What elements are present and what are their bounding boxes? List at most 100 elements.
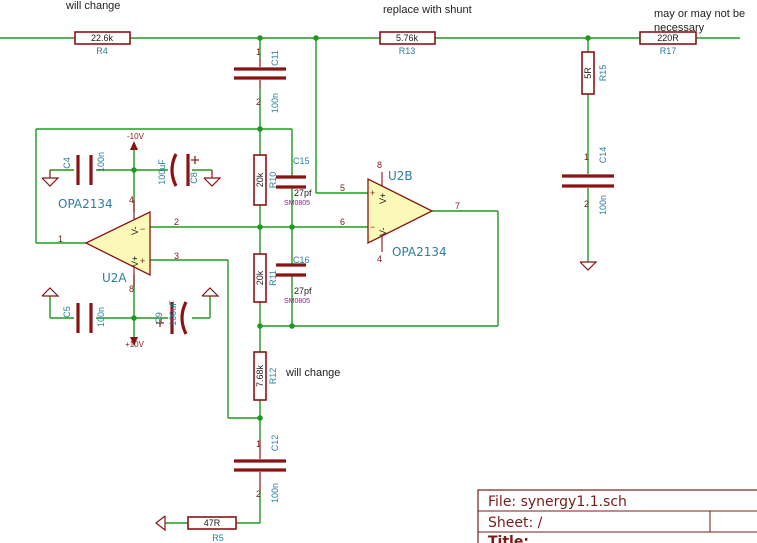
note-necessary: necessary: [654, 22, 705, 34]
r4-ref: R4: [96, 46, 108, 56]
title-block-sheet: Sheet: /: [488, 515, 543, 531]
u2b-vpos-label: V+: [378, 193, 388, 204]
u2b-plus-sign: +: [370, 188, 375, 198]
r12-value: 7.68k: [255, 364, 265, 387]
r11-value: 20k: [255, 270, 265, 285]
c14-pin1: 1: [584, 152, 589, 162]
u2a-vpos-label: V+: [130, 256, 140, 267]
c4-ref: C4: [62, 157, 72, 169]
c12-pin1: 1: [256, 439, 261, 449]
u2a-minus-sign: −: [140, 224, 145, 234]
c11-ref: C11: [270, 50, 280, 66]
r12-ref: R12: [268, 368, 278, 385]
note-replace-with-shunt: replace with shunt: [383, 4, 472, 16]
c8-value: 100uF: [157, 159, 167, 185]
c9-value: 100uF: [168, 300, 178, 326]
note-will-change-mid: will change: [285, 367, 340, 379]
c14-pin2: 2: [584, 199, 589, 209]
c15-package: SM0805: [284, 200, 310, 207]
c16-ref: C16: [293, 255, 310, 265]
r13-ref: R13: [399, 46, 416, 56]
c5-ref: C5: [62, 306, 72, 318]
title-block: File: synergy1.1.sch Sheet: / Title:: [477, 489, 757, 543]
u2a-pin8: 8: [129, 284, 134, 294]
r5-value: 47R: [204, 518, 221, 528]
ground-icon: [201, 287, 220, 297]
c11-pin2: 2: [256, 97, 261, 107]
resistor-r12[interactable]: 7.68k R12: [253, 351, 278, 401]
note-will-change-top: will change: [65, 0, 120, 12]
resistor-r15[interactable]: 5R R15: [581, 51, 608, 95]
power-neg-10v-symbol: -10V: [127, 132, 145, 150]
capacitor-c11[interactable]: 1 2 C11 100n: [234, 47, 286, 113]
capacitor-c8[interactable]: 100uF C8: [157, 153, 199, 187]
u2a-vneg-label: V-: [130, 226, 140, 235]
u2b-pin5: 5: [340, 183, 345, 193]
c12-ref: C12: [270, 435, 280, 452]
c11-pin1: 1: [256, 47, 261, 57]
capacitor-c15[interactable]: C15 27pf SM0805: [276, 156, 312, 207]
power-pos-10v-symbol: +10V: [125, 337, 145, 349]
resistor-r4[interactable]: 22.6k R4: [74, 31, 131, 56]
r17-ref: R17: [660, 46, 677, 56]
r15-ref: R15: [598, 65, 608, 82]
junctions: [131, 35, 591, 421]
u2a-pin2: 2: [174, 217, 179, 227]
r15-value: 5R: [583, 67, 593, 79]
power-pos-label: +10V: [125, 340, 145, 349]
u2b-pin8: 8: [377, 160, 382, 170]
u2a-part: OPA2134: [58, 197, 113, 211]
capacitor-c4[interactable]: C4 100n: [62, 152, 106, 185]
r10-value: 20k: [255, 172, 265, 187]
c9-ref: C9: [154, 312, 164, 324]
resistor-r10[interactable]: 20k R10: [253, 154, 278, 206]
c4-value: 100n: [96, 152, 106, 172]
u2a-pin3: 3: [174, 251, 179, 261]
capacitor-c12[interactable]: 1 2 C12 100n: [234, 435, 286, 503]
resistor-r17[interactable]: 220R R17: [639, 31, 697, 56]
resistor-r11[interactable]: 20k R11: [253, 253, 278, 303]
c15-value: 27pf: [294, 188, 312, 198]
capacitor-c9[interactable]: C9 100uF: [154, 300, 188, 335]
c5-value: 100n: [96, 307, 106, 327]
u2a-pin4: 4: [129, 195, 134, 205]
title-block-title: Title:: [488, 534, 529, 543]
c8-ref: C8: [189, 172, 199, 184]
opamp-u2a[interactable]: V- V+ − + 1 2 3 4 8 OPA2134 U2A: [58, 195, 179, 294]
c12-value: 100n: [270, 483, 280, 503]
ground-icon: [41, 287, 60, 297]
u2b-pin7: 7: [455, 201, 460, 211]
wires: [0, 37, 740, 524]
ground-icon: [579, 261, 598, 271]
opamp-u2b[interactable]: V+ V- + − 5 6 7 8 4 U2B OPA2134: [340, 160, 460, 264]
r17-value: 220R: [657, 33, 679, 43]
u2b-pin4: 4: [377, 254, 382, 264]
capacitor-c14[interactable]: 1 2 C14 100n: [562, 147, 614, 215]
u2b-minus-sign: −: [370, 222, 375, 232]
capacitor-c5[interactable]: C5 100n: [62, 303, 106, 333]
r10-ref: R10: [268, 172, 278, 189]
title-block-file: File: synergy1.1.sch: [488, 494, 627, 510]
c14-value: 100n: [598, 195, 608, 215]
u2b-part: OPA2134: [392, 245, 447, 259]
c15-ref: C15: [293, 156, 310, 166]
resistor-r5[interactable]: 47R R5: [187, 516, 237, 543]
capacitor-c16[interactable]: C16 27pf SM0805: [276, 255, 312, 305]
note-may-or-may-not: may or may not be: [654, 8, 745, 20]
u2a-pin1: 1: [58, 234, 63, 244]
c16-package: SM0805: [284, 298, 310, 305]
u2b-pin6: 6: [340, 217, 345, 227]
resistor-r13[interactable]: 5.76k R13: [379, 31, 436, 56]
c12-pin2: 2: [256, 489, 261, 499]
c16-value: 27pf: [294, 286, 312, 296]
c11-value: 100n: [270, 93, 280, 113]
u2a-plus-sign: +: [140, 256, 145, 266]
c14-ref: C14: [598, 147, 608, 164]
ground-icon: [155, 515, 166, 532]
u2b-vneg-label: V-: [378, 227, 388, 236]
u2a-ref: U2A: [102, 271, 127, 285]
r5-ref: R5: [212, 533, 224, 543]
power-neg-label: -10V: [127, 132, 145, 141]
r13-value: 5.76k: [396, 33, 419, 43]
